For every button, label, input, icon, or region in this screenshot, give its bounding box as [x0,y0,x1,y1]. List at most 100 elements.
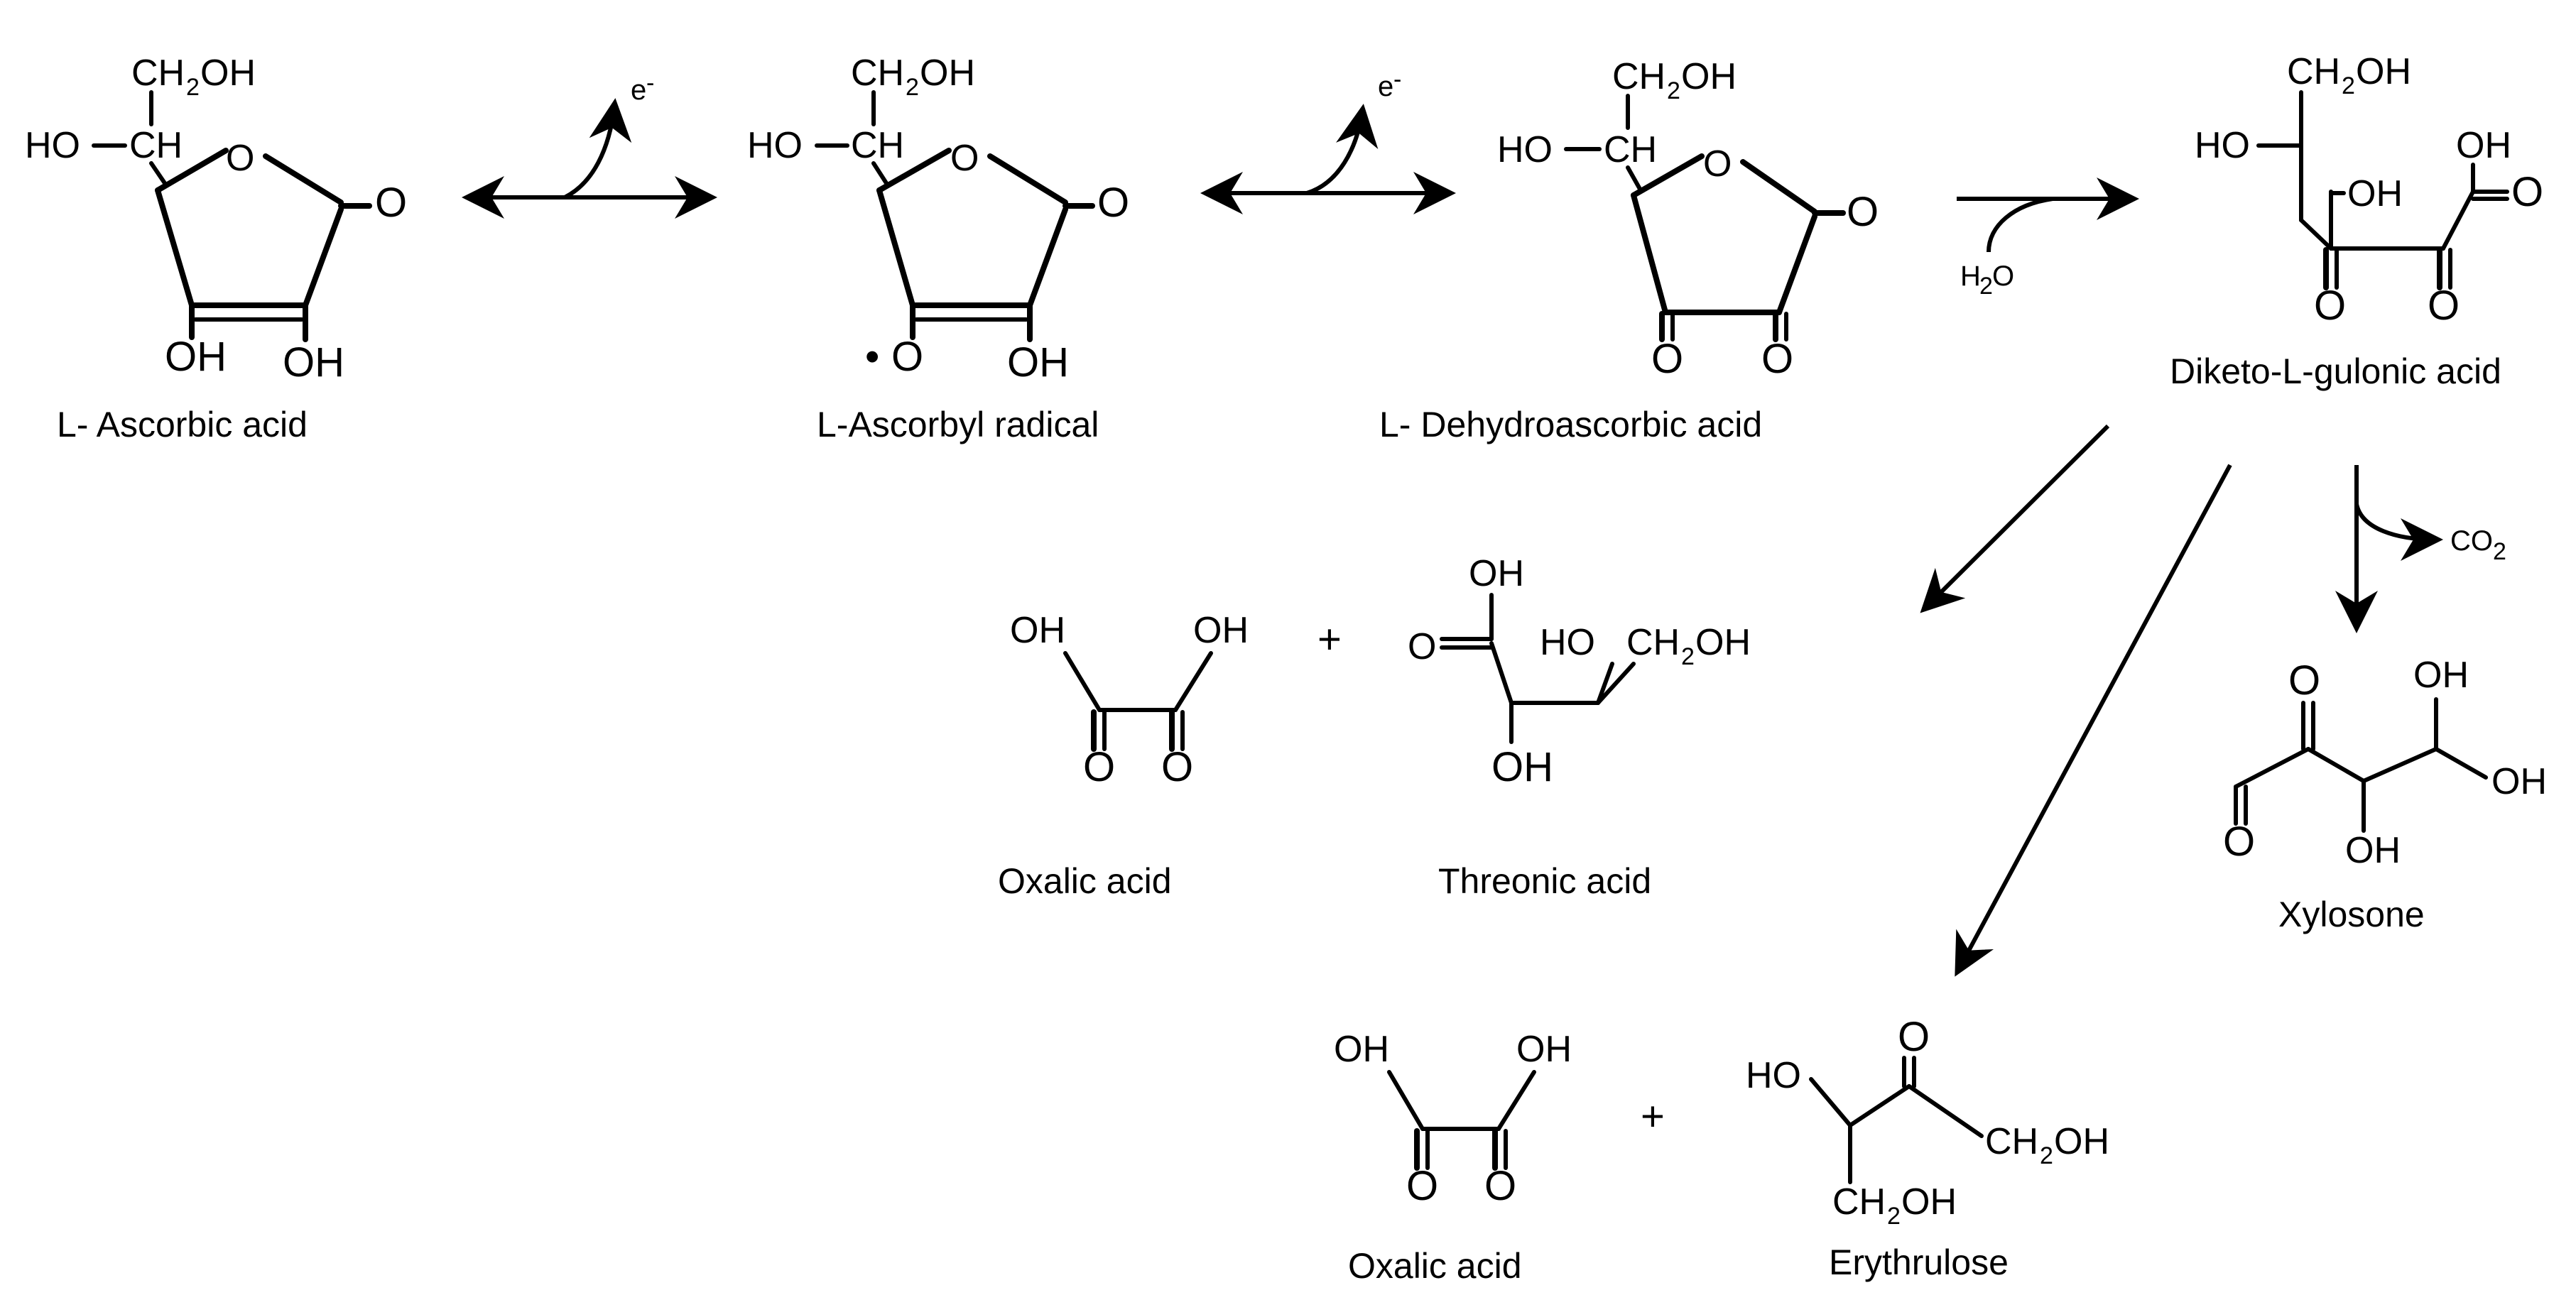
electron-release-arrow [1306,104,1379,195]
dkg-keto-o-right: O [2428,283,2460,329]
bond [1596,662,1636,705]
dkg-acid-o: O [2511,169,2543,215]
dkg-oh-tail: OH [2356,51,2411,92]
ascorbic-ch: CH [129,125,183,166]
bond [155,187,195,308]
erythrulose-ch2-bottom-subscript: 2 [1887,1203,1901,1230]
water-h: H [1960,261,1981,292]
bond [1063,651,1102,712]
radical-ch: CH [851,125,904,166]
erythrulose-keto-o: O [1898,1014,1930,1060]
bond [2362,747,2438,783]
radical-o: O [891,334,923,380]
hydrolysis-arrow: H 2 O [1957,177,2139,300]
xylosone-keto-o: O [2288,657,2320,704]
dha-carbonyl-o: O [1847,189,1879,235]
co2-release-arrow [2354,503,2443,561]
threonic-acid-label: Threonic acid [1438,861,1651,901]
bond [1173,651,1213,712]
radical-ring-o: O [950,138,979,179]
xylosone-oh-top: OH [2413,655,2469,696]
bond [1631,153,1705,198]
bond [987,153,1068,205]
oxalic2-oh-left: OH [1334,1029,1389,1070]
bond [1596,662,1614,705]
bond [2299,218,2333,251]
threonic-acid-structure: OH O HO CH 2 OH OH Threonic acid [1408,553,1751,901]
dkg-ch2-subscript: 2 [2342,72,2355,99]
ascorbic-acid-label: L- Ascorbic acid [57,405,308,444]
bond [1027,207,1068,308]
threonic-acid-o: O [1408,626,1436,667]
dehydroascorbic-acid-structure: CH 2 OH HO CH O O O O L- Dehydroascorbic… [1379,56,1879,444]
arrow-to-threonic-acid [1920,424,2110,613]
threonic-ch2-subscript: 2 [1681,643,1695,670]
ascorbic-acid-structure: CH 2 OH HO CH O O OH OH L- Ascorbic acid [25,53,407,444]
electron-2: e [1378,71,1393,102]
ascorbic-ring-o: O [226,138,254,179]
dha-ch2: CH [1612,56,1665,97]
bond [876,148,952,193]
radical-ch2-subscript: 2 [906,74,919,101]
co2-subscript: 2 [2493,538,2506,565]
erythrulose-structure: HO O CH 2 OH CH 2 OH Erythrulose [1746,1014,2109,1282]
oxalic1-oh-left: OH [1010,610,1065,651]
water-addition-curve [1987,197,2053,253]
water-subscript: 2 [1979,273,1993,300]
ascorbic-carbonyl-o: O [375,180,407,226]
dkg-ho: HO [2195,125,2250,166]
radical-ho: HO [747,125,803,166]
dha-ring-o: O [1703,143,1732,185]
oxalic2-o-left: O [1406,1163,1438,1209]
diketo-gulonic-acid-label: Diketo-L-gulonic acid [2170,351,2501,391]
dkg-ch2: CH [2287,51,2340,92]
erythrulose-ch2-right: CH [1985,1121,2038,1162]
dkg-acid-oh: OH [2456,125,2511,166]
bond [2306,747,2366,783]
bond [1907,1084,1984,1138]
electron-2-charge: - [1393,66,1401,93]
erythrulose-oh-right: OH [2054,1121,2109,1162]
bond [2434,747,2488,780]
xylosone-aldehyde-o: O [2223,819,2255,865]
dha-keto-o-left: O [1651,336,1683,382]
bond [871,161,888,185]
dha-ho: HO [1497,129,1553,170]
arrow-to-erythrulose [1955,464,2232,977]
threonic-oh-bottom: OH [1491,744,1553,790]
oxalic-acid-1-structure: OH OH O O Oxalic acid [998,610,1249,901]
oxalic-acid-2-label: Oxalic acid [1348,1246,1522,1286]
oxalic-acid-1-label: Oxalic acid [998,861,1172,901]
bond [2234,747,2310,789]
bond [1631,192,1668,315]
bond [1387,1070,1425,1131]
dha-ch: CH [1604,129,1657,170]
xylosone-oh-right: OH [2491,761,2547,802]
erythrulose-ho: HO [1746,1055,1801,1096]
plus-sign-1: + [1317,616,1342,662]
erythrulose-ch2-right-subscript: 2 [2040,1142,2053,1169]
oxidation-arrow-1: e - [462,70,717,219]
dkg-oh-mid: OH [2347,173,2403,214]
xylosone-label: Xylosone [2278,895,2425,934]
threonic-acid-oh: OH [1469,553,1524,594]
electron-1: e [631,75,646,106]
bond [876,187,915,308]
radical-ch2: CH [851,53,904,94]
ascorbyl-radical-label: L-Ascorbyl radical [817,405,1099,444]
ascorbic-ch2-subscript: 2 [186,74,200,101]
oxalic1-oh-right: OH [1193,610,1249,651]
threonic-oh-tail: OH [1695,622,1751,663]
xylosone-oh-bottom: OH [2345,830,2401,871]
oxalic2-o-right: O [1484,1163,1516,1209]
erythrulose-label: Erythrulose [1829,1242,2009,1282]
oxidation-arrow-2: e - [1200,66,1456,214]
threonic-ho: HO [1540,622,1595,663]
dkg-keto-o-left: O [2314,283,2346,329]
radical-oh-tail: OH [920,53,975,94]
erythrulose-ch2-bottom: CH [1832,1181,1886,1223]
dehydroascorbic-acid-label: L- Dehydroascorbic acid [1379,405,1762,444]
bond [1776,214,1817,315]
oxalic1-o-left: O [1083,744,1115,790]
oxalic1-o-right: O [1161,744,1193,790]
